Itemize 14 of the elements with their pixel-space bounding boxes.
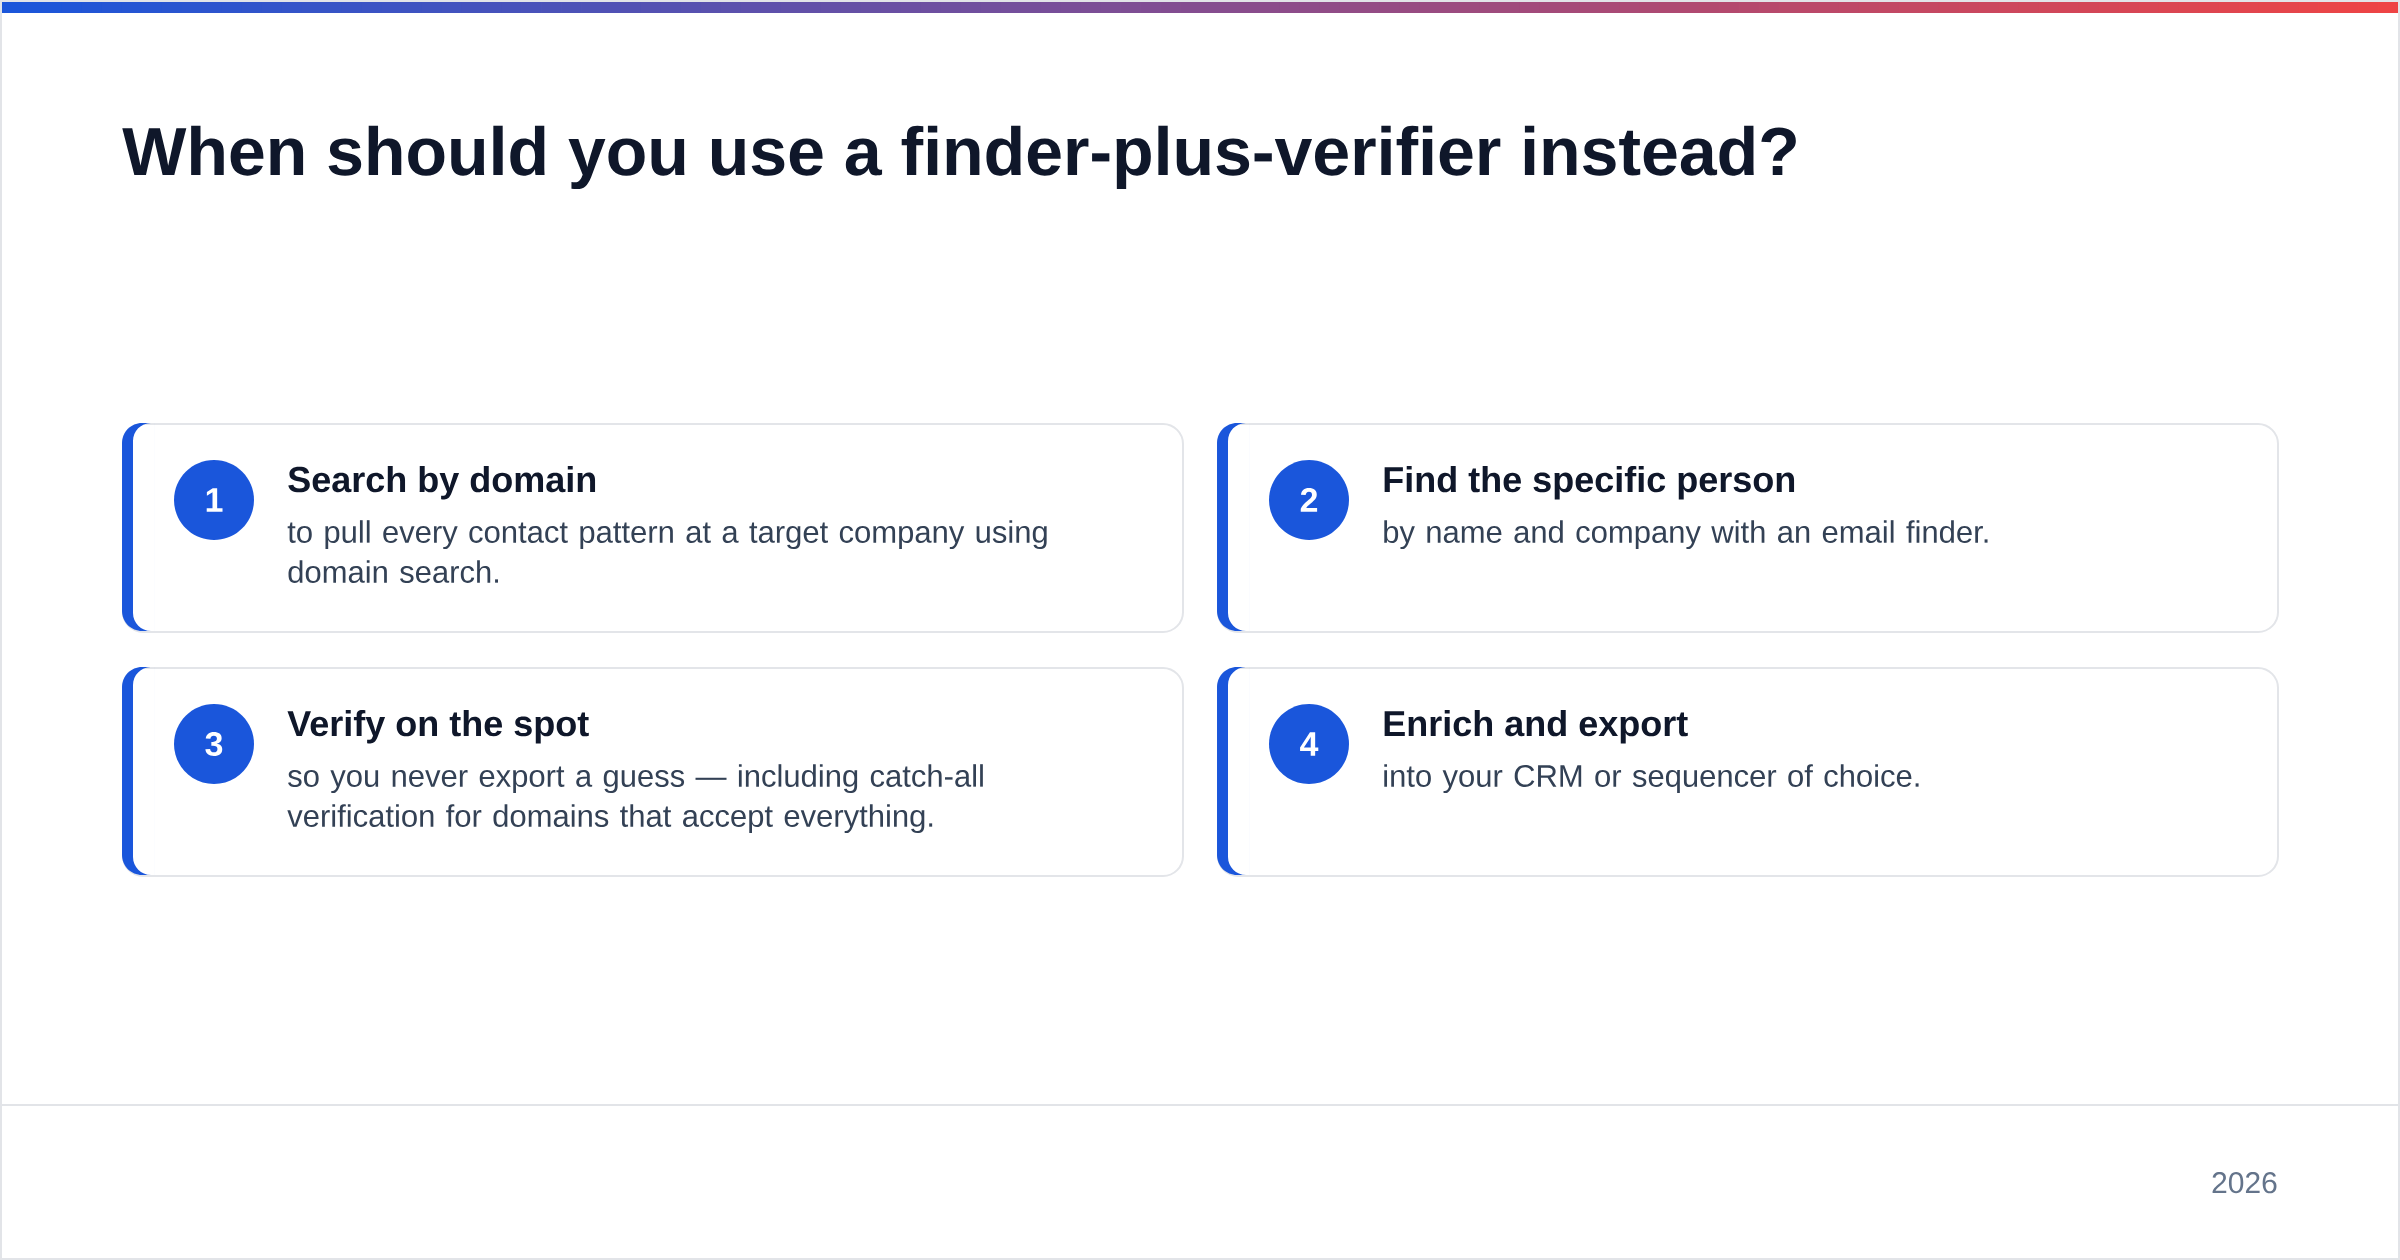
step-title: Find the specific person	[1384, 465, 1795, 500]
step-description: to pull every contact pattern at a target company using domain search.	[287, 520, 1047, 583]
step-card	[122, 667, 1184, 877]
title: When should you use a finder-plus-verifier instead?	[122, 125, 1796, 190]
step-description: into your CRM or sequencer of choice.	[1384, 764, 1919, 794]
year-label: 2026	[2212, 1172, 2277, 1194]
step-description: so you never export a guess — including catch-all verification for domains that accept everything.	[287, 764, 983, 834]
step-card	[122, 423, 1184, 633]
step-card	[1217, 423, 2279, 633]
step-card	[1217, 667, 2279, 877]
step-title: Enrich and export	[1384, 709, 1688, 744]
step-title: Search by domain	[288, 465, 596, 500]
step-title: Verify on the spot	[287, 709, 589, 744]
step-description: by name and company with an email finder.	[1384, 520, 1988, 550]
